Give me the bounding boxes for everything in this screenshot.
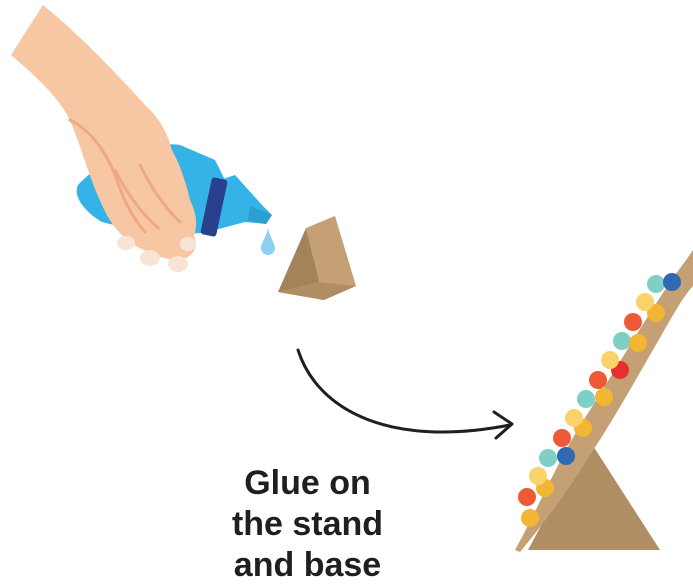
caption-line-1: Glue on (215, 463, 400, 504)
decorated-ramp-icon (515, 250, 693, 552)
hand-icon (11, 5, 196, 272)
curved-arrow-icon (298, 350, 512, 438)
glue-drop-icon (261, 228, 275, 255)
caption-line-3: and base (215, 545, 400, 586)
cardboard-wedge-icon (278, 216, 356, 300)
instruction-caption: Glue on the stand and base (215, 463, 400, 586)
caption-line-2: the stand (215, 504, 400, 545)
